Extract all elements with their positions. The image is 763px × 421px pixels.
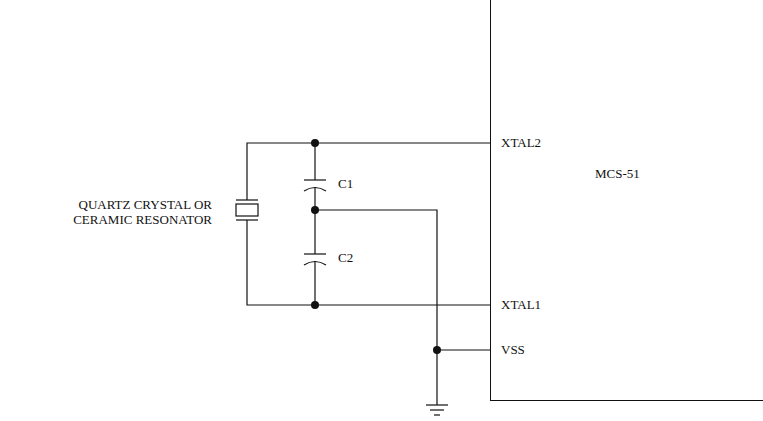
junction-dot	[311, 301, 319, 309]
chip-name: MCS-51	[595, 166, 640, 181]
crystal-symbol	[236, 204, 258, 216]
ground-symbol	[426, 404, 448, 405]
wire	[314, 143, 315, 180]
crystal-plate	[236, 219, 258, 220]
wire	[314, 210, 315, 254]
junction-dot	[311, 139, 319, 147]
component-label: QUARTZ CRYSTAL OR CERAMIC RESONATOR	[40, 197, 212, 227]
chip-body: MCS-51	[490, 0, 763, 401]
capacitor-plate	[304, 253, 326, 254]
wire	[315, 210, 437, 405]
capacitor-label: C2	[338, 250, 353, 265]
wire	[437, 349, 490, 350]
crystal-plate	[236, 199, 258, 200]
pin-name: XTAL2	[501, 135, 541, 150]
ground-symbol	[434, 414, 440, 415]
pin-name: VSS	[501, 342, 525, 357]
wire	[314, 261, 315, 305]
junction-dot	[433, 346, 441, 354]
wire	[247, 220, 490, 305]
capacitor-plate	[304, 179, 326, 180]
wire	[247, 143, 490, 200]
junction-dot	[311, 206, 319, 214]
capacitor-label: C1	[338, 176, 353, 191]
ground-symbol	[430, 409, 444, 410]
pin-name: XTAL1	[501, 297, 541, 312]
